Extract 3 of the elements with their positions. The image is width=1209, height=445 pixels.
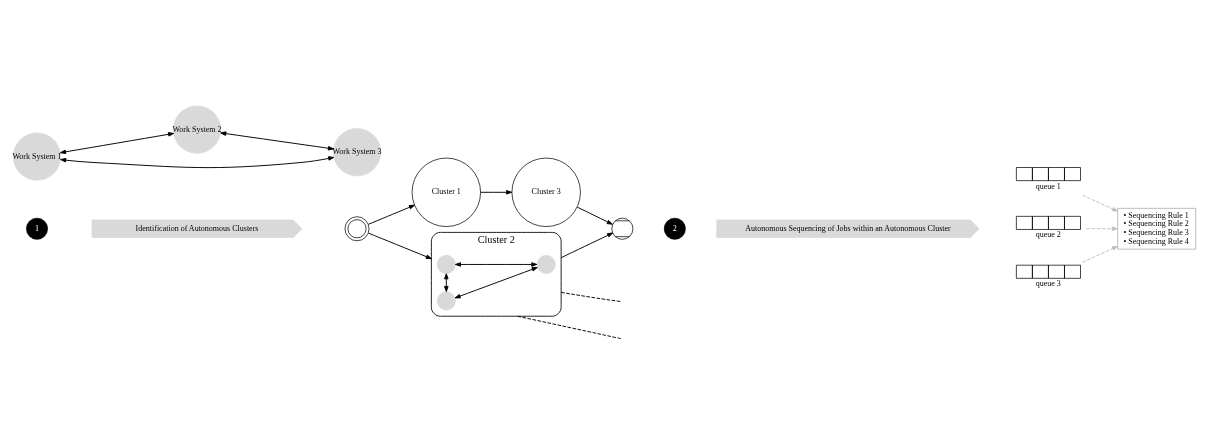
node-label: queue 1 <box>1035 181 1061 191</box>
node-label: queue 3 <box>1035 279 1061 289</box>
node-label: queue 2 <box>1035 230 1061 240</box>
